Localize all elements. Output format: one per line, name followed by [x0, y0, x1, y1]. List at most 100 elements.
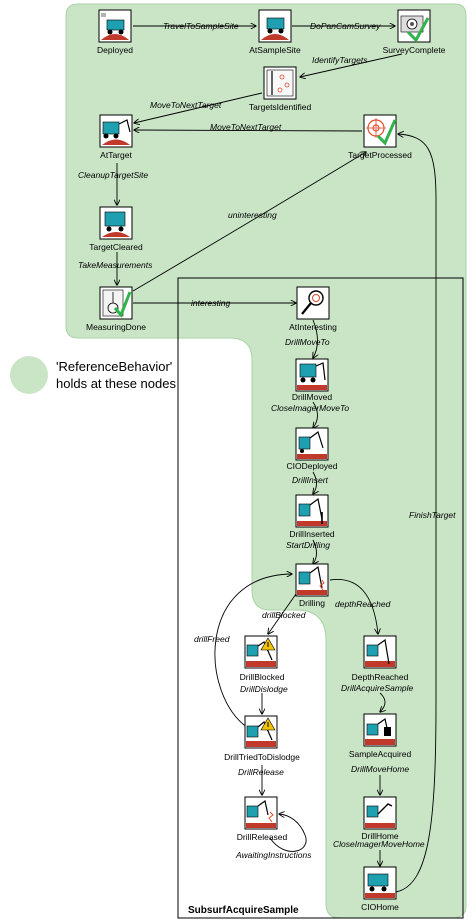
edge-label-drill-dislodge: DrillDislodge [240, 684, 288, 694]
edge-drill-freed [214, 574, 292, 729]
node-label-drill-blocked: DrillBlocked [240, 672, 285, 682]
node-label-target-cleared: TargetCleared [89, 242, 143, 252]
drill-depth-icon [365, 638, 395, 667]
drill-active-icon [297, 565, 327, 595]
node-measuring-done[interactable]: MeasuringDone [86, 286, 146, 332]
node-label-survey-complete: SurveyComplete [383, 45, 446, 55]
sample-icon [365, 717, 395, 745]
node-label-drill-moved: DrillMoved [292, 392, 332, 402]
node-label-cio-deployed: CIODeployed [286, 461, 337, 471]
node-drill-blocked[interactable]: DrillBlocked [240, 635, 285, 682]
edge-close-imager-move-to [313, 401, 318, 428]
edge-label-move-to-next-target-1: MoveToNextTarget [150, 100, 222, 110]
node-label-measuring-done: MeasuringDone [86, 322, 146, 332]
edge-label-travel-to-sample-site: TravelToSampleSite [163, 21, 239, 31]
edge-move-to-next-target-2 [134, 130, 363, 131]
node-drill-inserted[interactable]: DrillInserted [289, 494, 335, 539]
rover-on-ground-icon [101, 13, 129, 40]
magnifier-icon [301, 290, 324, 315]
drill-released-icon [246, 799, 276, 828]
edge-label-drill-release: DrillRelease [238, 767, 284, 777]
edge-uninteresting [132, 152, 366, 292]
legend-line-1: 'ReferenceBehavior' [56, 359, 172, 374]
edge-move-to-next-target-1 [134, 92, 263, 123]
node-label-drilling: Drilling [299, 598, 325, 608]
edge-label-uninteresting: uninteresting [228, 210, 277, 220]
edge-label-close-imager-move-home: CloseImagerMoveHome [333, 839, 425, 849]
edge-label-move-to-next-target-2: MoveToNextTarget [210, 122, 282, 132]
drill-home-icon [365, 803, 395, 828]
rover-home-icon [365, 873, 395, 898]
edge-label-drill-acquire-sample: DrillAcquireSample [341, 683, 414, 693]
edge-label-start-drilling: StartDrilling [286, 540, 330, 550]
edge-label-depth-reached: depthReached [335, 599, 391, 609]
edge-label-close-imager-move-to: CloseImagerMoveTo [271, 403, 349, 413]
measure-check-icon [102, 289, 132, 318]
edge-finish-target [395, 134, 437, 893]
node-label-at-target: AtTarget [100, 150, 132, 160]
node-label-at-interesting: AtInteresting [289, 322, 337, 332]
node-drill-home[interactable]: DrillHome [361, 796, 399, 841]
reference-behavior-region [65, 3, 467, 919]
edge-drill-acquire-sample [380, 692, 385, 712]
edge-label-drill-insert: DrillInsert [292, 475, 329, 485]
drill-arm-icon [297, 431, 327, 459]
target-check-icon [366, 118, 397, 146]
camera-check-icon [400, 15, 430, 43]
edge-label-drill-move-to: DrillMoveTo [285, 337, 330, 347]
rover-cleared-icon [102, 211, 130, 237]
node-label-target-processed: TargetProcessed [348, 150, 412, 160]
legend-line-2: holds at these nodes [56, 376, 176, 391]
drill-warning-icon [246, 717, 276, 747]
node-at-interesting[interactable]: AtInteresting [289, 286, 337, 332]
node-cio-home[interactable]: CIOHome [361, 866, 399, 912]
edge-label-do-pan-cam-survey: DoPanCamSurvey [310, 21, 381, 31]
edge-drill-insert [313, 471, 317, 494]
drill-insert-icon [297, 497, 327, 526]
node-drill-moved[interactable]: DrillMoved [292, 358, 332, 402]
edge-identify-targets [300, 53, 403, 77]
node-label-at-sample-site: AtSampleSite [249, 45, 301, 55]
rover-on-ground-icon [261, 17, 289, 40]
node-sample-acquired[interactable]: SampleAcquired [349, 713, 412, 759]
rover-arm-icon [102, 119, 131, 145]
node-drill-released[interactable]: DrillReleased [237, 796, 288, 842]
node-target-processed[interactable]: TargetProcessed [348, 114, 412, 160]
drill-rover-icon [297, 362, 327, 390]
node-survey-complete[interactable]: SurveyComplete [383, 9, 446, 55]
node-drill-tried-to-dislodge[interactable]: DrillTriedToDislodge [224, 715, 300, 762]
node-label-drill-inserted: DrillInserted [289, 529, 335, 539]
edge-depth-reached [329, 579, 378, 634]
node-at-sample-site[interactable]: AtSampleSite [249, 9, 301, 55]
node-label-drill-tried-to-dislodge: DrillTriedToDislodge [224, 752, 300, 762]
edges: TravelToSampleSite DoPanCamSurvey Identi… [78, 21, 456, 893]
node-label-drill-released: DrillReleased [237, 832, 288, 842]
edge-label-drill-freed: drillFreed [194, 634, 230, 644]
node-at-target[interactable]: AtTarget [99, 114, 133, 160]
node-target-cleared[interactable]: TargetCleared [89, 206, 143, 252]
node-deployed[interactable]: Deployed [97, 9, 133, 55]
targets-map-icon [266, 69, 294, 97]
edge-awaiting-instructions [269, 814, 307, 852]
subsurf-box-title: SubsurfAcquireSample [188, 905, 299, 916]
node-label-cio-home: CIOHome [361, 902, 399, 912]
node-label-depth-reached: DepthReached [352, 672, 409, 682]
edge-label-identify-targets: IdentifyTargets [312, 55, 368, 65]
subsurf-acquire-sample-box [177, 277, 464, 919]
node-cio-deployed[interactable]: CIODeployed [286, 427, 338, 471]
edge-label-cleanup-target-site: CleanupTargetSite [78, 170, 148, 180]
node-label-targets-identified: TargetsIdentified [249, 102, 312, 112]
node-depth-reached[interactable]: DepthReached [352, 635, 409, 682]
edge-label-finish-target: FinishTarget [409, 510, 456, 520]
node-label-deployed: Deployed [97, 45, 133, 55]
edge-drill-blocked [268, 593, 297, 634]
node-targets-identified[interactable]: TargetsIdentified [249, 66, 312, 112]
node-drilling[interactable]: Drilling [295, 563, 329, 608]
drill-warning-icon [246, 637, 276, 667]
edge-label-drill-blocked: drillBlocked [262, 610, 306, 620]
edge-label-awaiting-instructions: AwaitingInstructions [235, 850, 312, 860]
edge-start-drilling [313, 539, 317, 564]
edge-label-drill-move-home: DrillMoveHome [351, 764, 409, 774]
edge-label-take-measurements: TakeMeasurements [78, 260, 153, 270]
